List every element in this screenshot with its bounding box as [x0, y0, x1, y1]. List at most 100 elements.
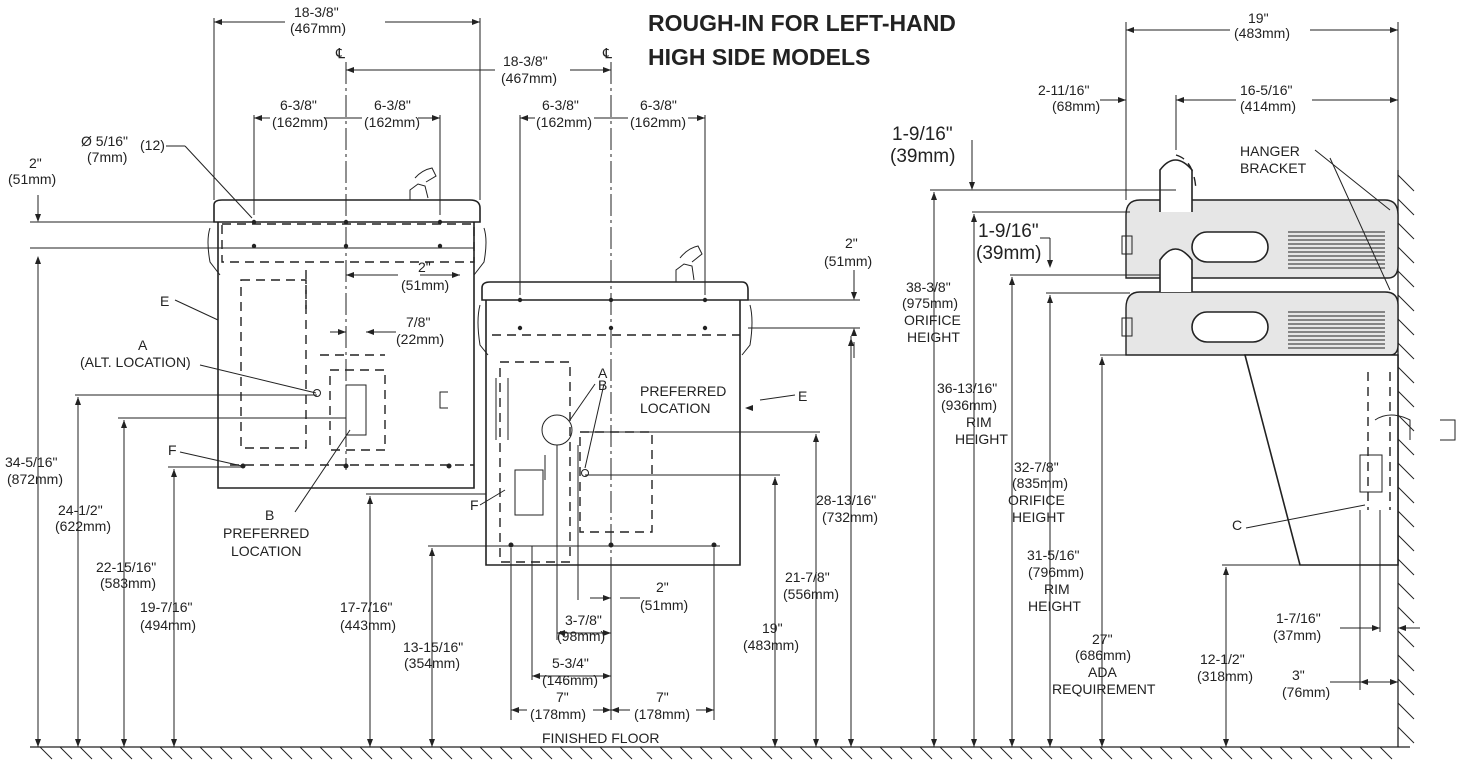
floor-hatch — [499, 746, 513, 760]
title-line-2: HIGH SIDE MODELS — [648, 44, 870, 70]
dim-s36-l2: HEIGHT — [955, 431, 1008, 447]
dim-s31-l1: RIM — [1044, 581, 1070, 597]
dim-s165-mm: (414mm) — [1240, 98, 1296, 114]
label-a-alt-2: (ALT. LOCATION) — [80, 354, 191, 370]
floor-hatch — [659, 746, 673, 760]
label-b-left-3: LOCATION — [231, 543, 302, 559]
arrowhead — [367, 496, 373, 504]
floor-hatch — [419, 746, 433, 760]
dim-width-top-in: 18-3/8" — [294, 4, 339, 20]
dim-78-in: 7/8" — [406, 314, 430, 330]
floor-hatch — [1179, 746, 1193, 760]
floor-hatch — [839, 746, 853, 760]
arrowhead — [603, 630, 611, 636]
arrowhead — [1047, 260, 1053, 268]
wall-hatch — [1397, 582, 1415, 600]
arrowhead — [429, 739, 435, 747]
arrowhead — [971, 214, 977, 222]
floor-hatch — [39, 746, 53, 760]
floor-hatch — [319, 746, 333, 760]
arrowhead — [338, 329, 346, 335]
dim-h34-in: 34-5/16" — [5, 454, 57, 470]
dim-top2-in: 2" — [29, 155, 42, 171]
dim-h34-mm: (872mm) — [7, 471, 63, 487]
lower-fountain-front — [439, 62, 753, 566]
arrowhead — [432, 115, 440, 121]
floor-hatch — [999, 746, 1013, 760]
dim-rt2-mm: (51mm) — [824, 253, 872, 269]
arrowhead — [1176, 97, 1184, 103]
floor-hatch — [1079, 746, 1093, 760]
label-b-left-2: PREFERRED — [223, 525, 309, 541]
dim-rr-in: 6-3/8" — [640, 97, 677, 113]
arrowhead — [813, 739, 819, 747]
arrowhead — [813, 434, 819, 442]
arrowhead — [772, 477, 778, 485]
arrowhead — [532, 673, 540, 679]
arrowhead — [603, 67, 611, 73]
arrowhead — [75, 397, 81, 405]
arrowhead — [75, 739, 81, 747]
arrowhead — [254, 115, 262, 121]
arrowhead — [171, 469, 177, 477]
dim-s31-in: 31-5/16" — [1027, 547, 1079, 563]
dim-s38-mm: (975mm) — [902, 295, 958, 311]
dim-rr-mm: (162mm) — [630, 114, 686, 130]
wall-hatch — [1397, 414, 1415, 432]
floor-hatch — [1099, 746, 1113, 760]
wall-hatch — [1397, 366, 1415, 384]
arrowhead — [1099, 357, 1105, 365]
arrowhead — [366, 329, 374, 335]
arrowhead — [603, 595, 611, 601]
dim-h21-mm: (556mm) — [783, 586, 839, 602]
upper-fountain-front — [207, 62, 487, 489]
wall-hatch — [1397, 294, 1415, 312]
label-bracket: BRACKET — [1240, 160, 1307, 176]
dim-b534-mm: (146mm) — [542, 672, 598, 688]
wall-hatch — [1397, 534, 1415, 552]
right-annotations: 2" (51mm) A PREFERRED LOCATION B E F 28-… — [470, 235, 878, 746]
arrowhead — [772, 739, 778, 747]
floor-hatch — [699, 746, 713, 760]
floor-hatch — [1139, 746, 1153, 760]
dim-s36-mm: (936mm) — [941, 397, 997, 413]
floor-hatch — [1159, 746, 1173, 760]
floor-hatch — [99, 746, 113, 760]
dim-s36-in: 36-13/16" — [937, 380, 997, 396]
dim-h13-mm: (354mm) — [404, 655, 460, 671]
dim-top2-mm: (51mm) — [8, 171, 56, 187]
arrowhead — [472, 19, 480, 25]
floor-hatch — [119, 746, 133, 760]
dim-s32-l2: HEIGHT — [1012, 509, 1065, 525]
dim-h17-in: 17-7/16" — [340, 599, 392, 615]
dim-s27-in: 27" — [1092, 631, 1113, 647]
floor-hatch — [639, 746, 653, 760]
arrowhead — [1390, 27, 1398, 33]
dim-s12-in: 12-1/2" — [1200, 651, 1245, 667]
wall-hatch — [1397, 174, 1415, 192]
floor-hatch — [1379, 746, 1393, 760]
dim-ll-mm: (162mm) — [272, 114, 328, 130]
arrowhead — [1390, 97, 1398, 103]
arrowhead — [851, 292, 857, 300]
wall-hatch — [1397, 462, 1415, 480]
floor-hatch — [539, 746, 553, 760]
label-b-right: B — [598, 377, 607, 393]
dim-b534-in: 5-3/4" — [552, 655, 589, 671]
arrowhead — [969, 182, 975, 190]
arrowhead — [35, 214, 41, 222]
wall-hatch — [1397, 630, 1415, 648]
hole-qty: (12) — [140, 137, 165, 153]
hole-mm: (7mm) — [87, 149, 127, 165]
dim-b7r-mm: (178mm) — [634, 706, 690, 722]
floor-hatch — [139, 746, 153, 760]
arrowhead — [1047, 295, 1053, 303]
floor-hatch — [439, 746, 453, 760]
arrowhead — [1009, 739, 1015, 747]
side-view-units — [1121, 154, 1456, 566]
floor-hatch — [1259, 746, 1273, 760]
wall-hatch — [1397, 318, 1415, 336]
floor-hatch — [939, 746, 953, 760]
dim-s31-l2: HEIGHT — [1028, 598, 1081, 614]
dim-h22-mm: (583mm) — [100, 575, 156, 591]
